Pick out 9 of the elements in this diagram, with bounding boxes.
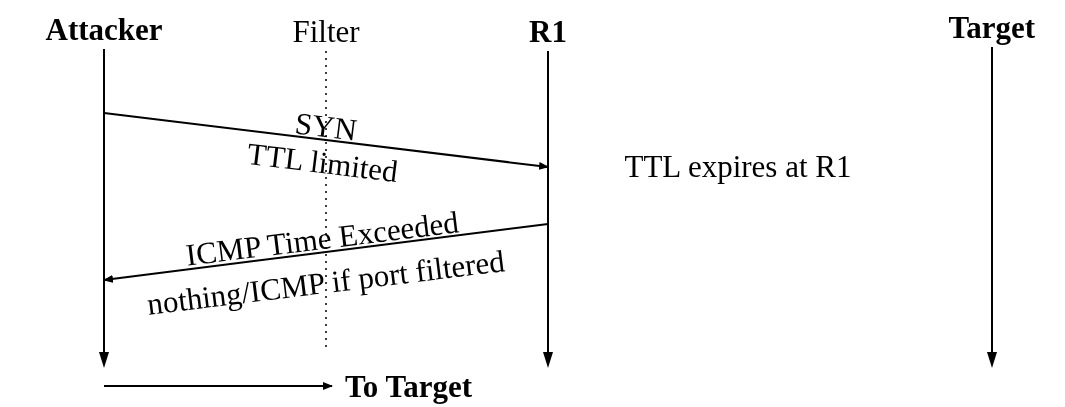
note-text: TTL expires at R1	[624, 150, 852, 182]
edge-label: SYN	[293, 106, 359, 146]
lifeline-header: R1	[529, 16, 567, 47]
lifeline-header: Target	[948, 12, 1036, 43]
message-arrow	[103, 223, 549, 283]
lifeline-header: Filter	[292, 16, 360, 47]
direction-label: To Target	[345, 370, 473, 402]
lifeline-header: Attacker	[45, 14, 163, 45]
message-arrow	[103, 112, 549, 170]
